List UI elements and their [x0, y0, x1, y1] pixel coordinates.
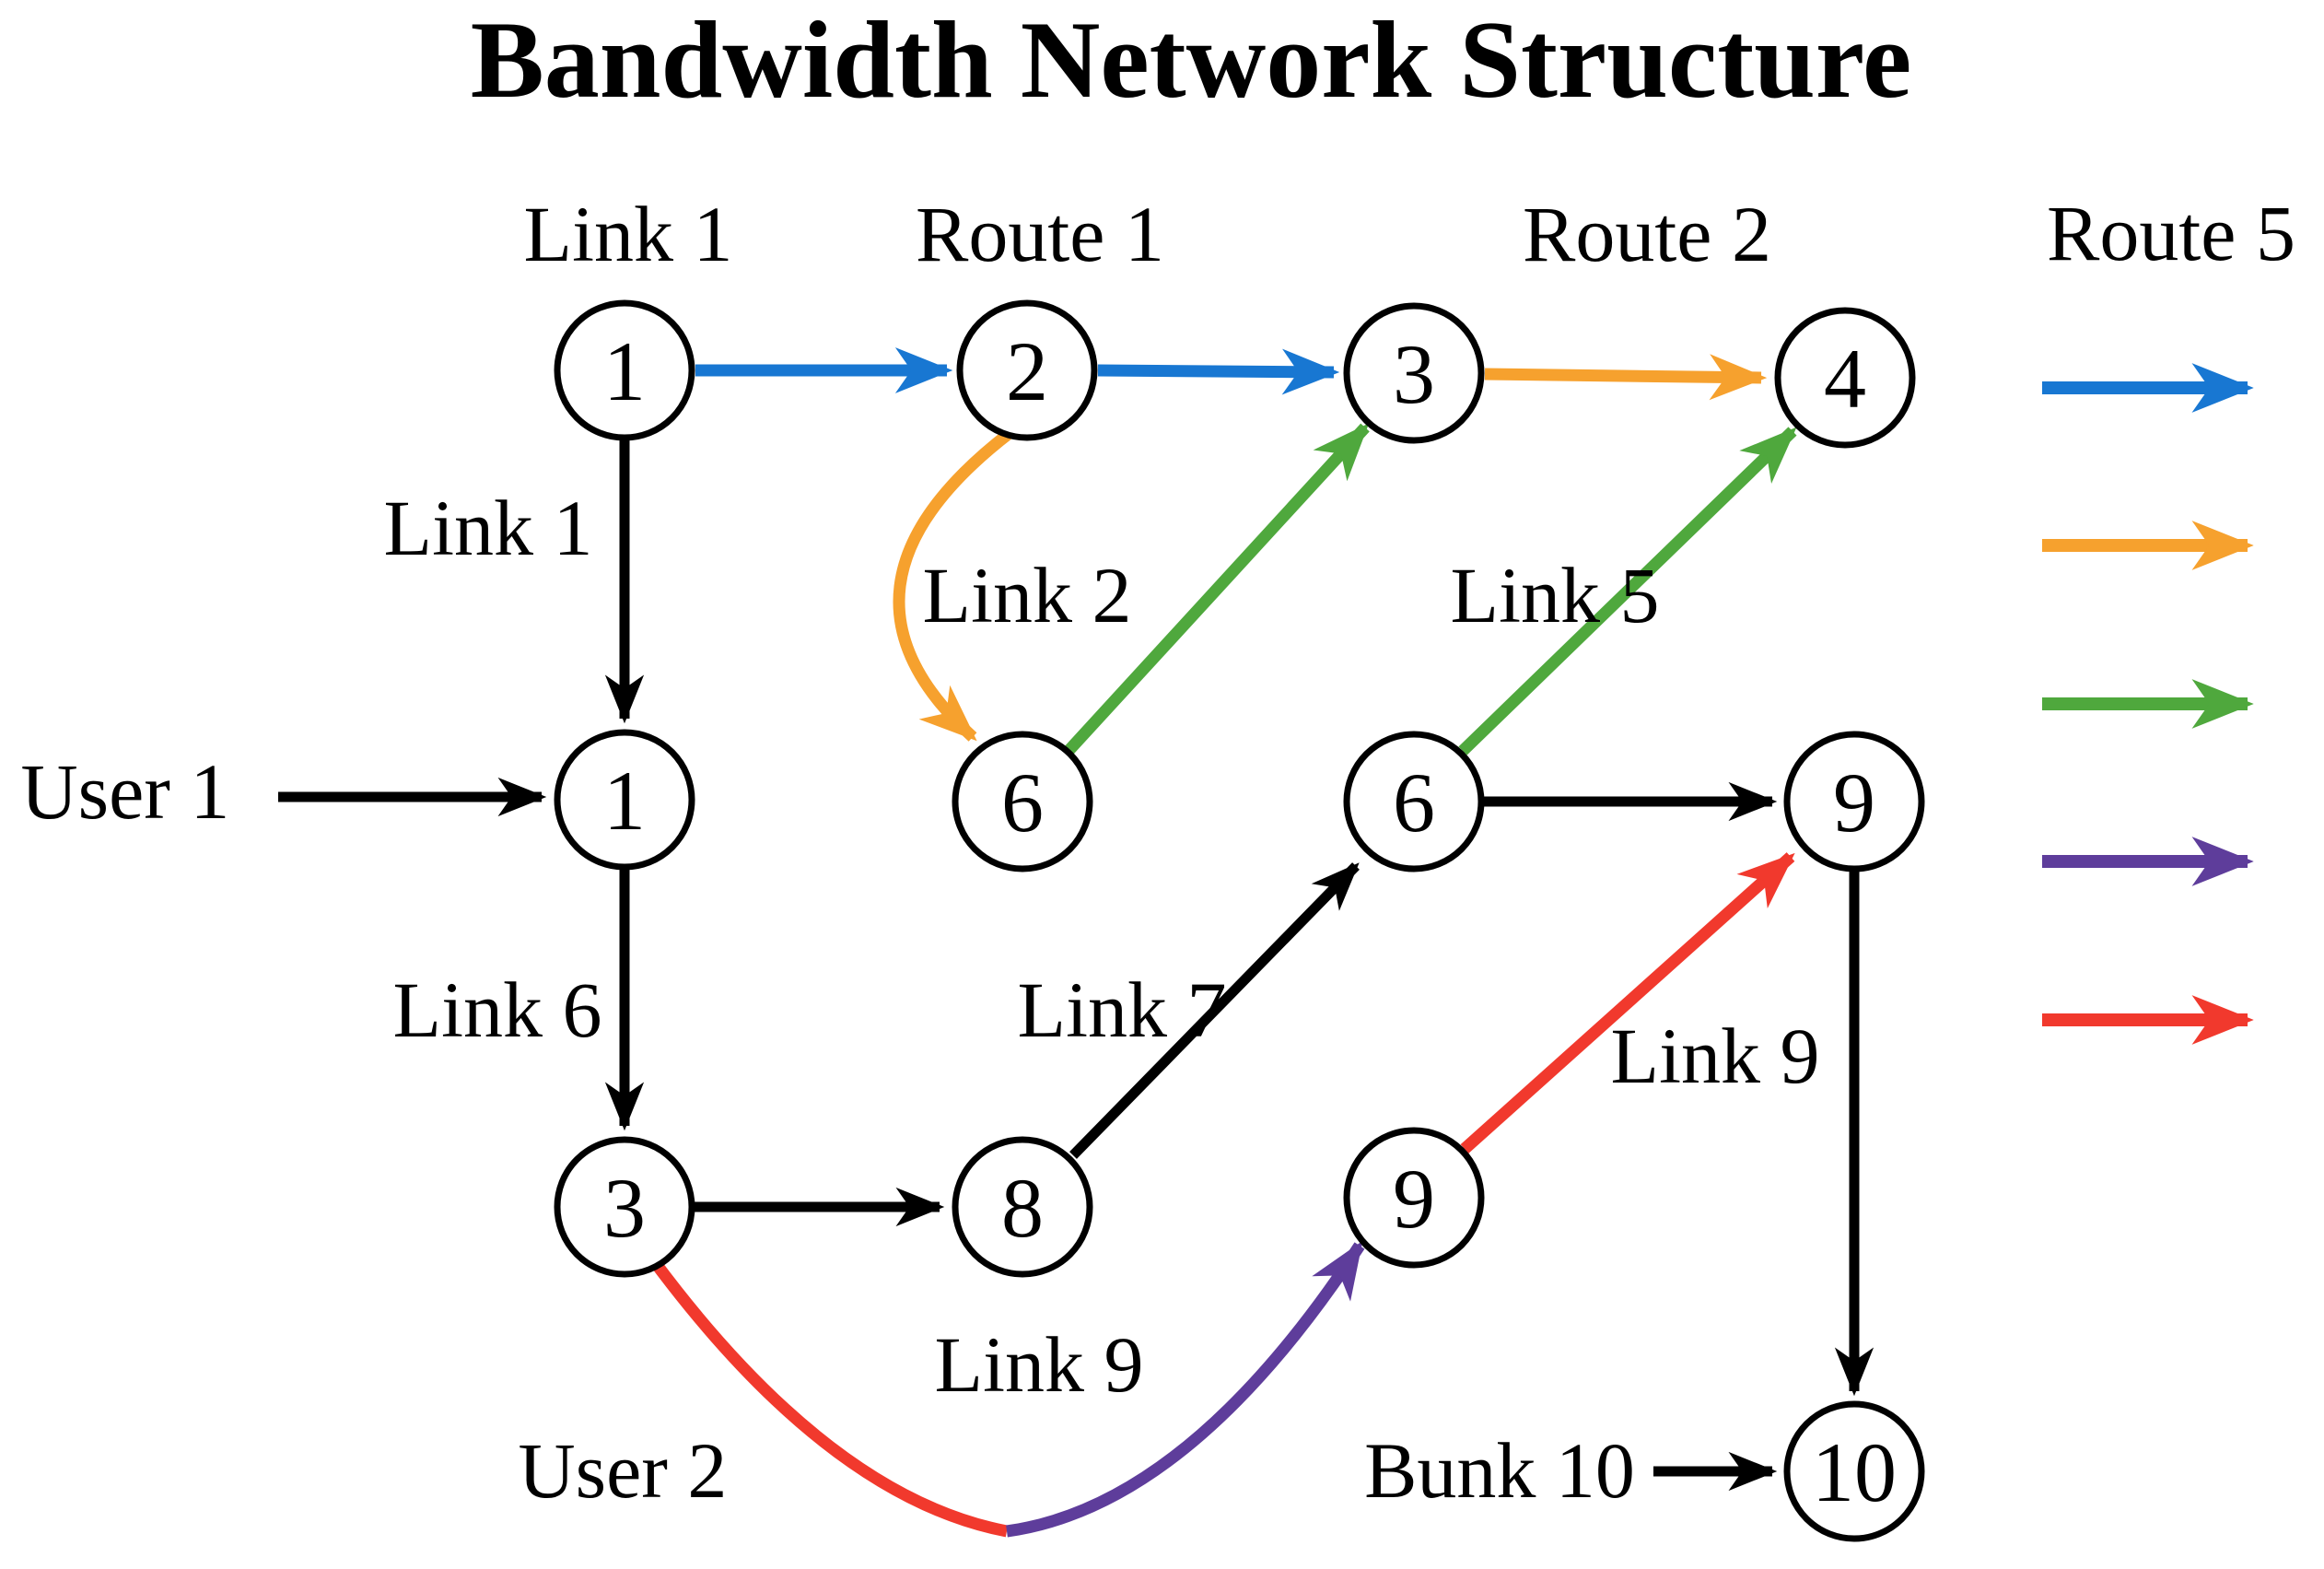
- node-label: 3: [603, 1161, 646, 1255]
- labels-layer: Link 1 Route 1 Route 2 Link 1 Link 2 Link 5 Us…: [21, 190, 1820, 1515]
- label-link-9-right: Link 9: [1611, 1012, 1820, 1100]
- label-route-2: Route 2: [1523, 190, 1771, 278]
- node-label: 10: [1812, 1425, 1897, 1519]
- node-label: 1: [603, 754, 646, 848]
- edge-2-to-6-left: [893, 427, 1013, 742]
- node-label: 6: [1001, 755, 1044, 849]
- edge-6-right-to-4: [1458, 427, 1797, 755]
- edge-2-to-3-top: [1097, 348, 1340, 395]
- node-9-bottom: 9: [1343, 1127, 1485, 1269]
- page-title: Bandwidth Network Structure: [471, 0, 1912, 121]
- label-route-1: Route 1: [916, 190, 1164, 278]
- node-1-mid: 1: [554, 729, 695, 871]
- node-label: 3: [1393, 327, 1435, 421]
- label-link-9-lower: Link 9: [935, 1320, 1144, 1409]
- edge-9-bottom-to-9-right: [1460, 852, 1795, 1153]
- label-link-6: Link 6: [393, 966, 602, 1054]
- edges-layer: [278, 347, 1874, 1538]
- node-label: 8: [1001, 1161, 1044, 1255]
- node-4: 4: [1774, 307, 1916, 449]
- label-user-1: User 1: [21, 747, 230, 836]
- node-10: 10: [1783, 1400, 1925, 1542]
- label-bunk-10: Bunk 10: [1364, 1426, 1635, 1515]
- label-link-1-vertical: Link 1: [384, 484, 593, 572]
- node-2: 2: [956, 299, 1098, 441]
- label-link-5: Link 5: [1451, 551, 1660, 639]
- node-6-right: 6: [1343, 731, 1485, 872]
- label-link-7: Link 7: [1018, 966, 1227, 1054]
- node-3-bottom: 3: [554, 1136, 695, 1278]
- label-user-2: User 2: [519, 1426, 728, 1515]
- nodes-layer: 1 2 3 4 1 6 6 9 3 8 9 10: [554, 299, 1925, 1542]
- node-label: 9: [1393, 1152, 1435, 1246]
- label-link-2: Link 2: [923, 551, 1132, 639]
- node-label: 1: [603, 324, 646, 418]
- node-label: 6: [1393, 755, 1435, 849]
- edge-3-bottom-to-curve-low: [647, 1255, 1009, 1538]
- node-8: 8: [952, 1136, 1093, 1278]
- node-6-left: 6: [952, 731, 1093, 872]
- node-1-top: 1: [554, 299, 695, 441]
- node-3-top: 3: [1343, 302, 1485, 444]
- legend-title: Route 5: [2047, 189, 2295, 277]
- node-9-right: 9: [1783, 731, 1925, 872]
- edge-6-left-to-3-top: [1064, 423, 1370, 755]
- node-label: 4: [1824, 332, 1866, 426]
- edge-8-to-6-right: [1069, 862, 1360, 1159]
- edge-curve-low-to-9-bottom: [1006, 1240, 1365, 1538]
- legend: Route 5: [2042, 189, 2295, 1045]
- label-link-1-top: Link 1: [524, 190, 733, 278]
- node-label: 9: [1833, 755, 1875, 849]
- node-label: 2: [1006, 324, 1048, 418]
- edge-3-top-to-4: [1484, 354, 1768, 401]
